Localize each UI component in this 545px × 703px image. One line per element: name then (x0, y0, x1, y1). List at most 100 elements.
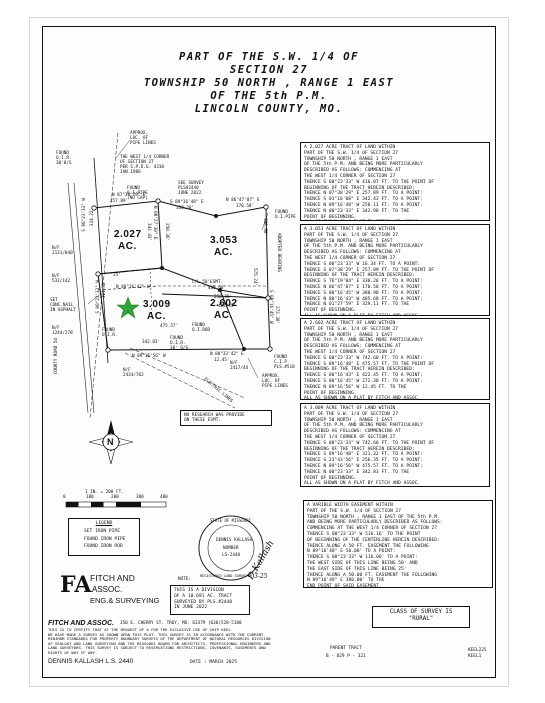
scale-tick: 0 (63, 495, 66, 500)
distance-label: 380.98' (262, 218, 267, 237)
seal-name: DENNIS KALLASH (216, 538, 253, 543)
class-of-survey: CLASS OF SURVEY IS "RURAL" (372, 606, 470, 628)
text-line: THENCE N 00°23'33" E 342.83 FT. TO THE (304, 469, 410, 475)
text-line: THENCE S 23°43'56" E 256.35 FT. TO A POI… (304, 458, 423, 464)
bearing-label: S 00°16'45" W (268, 290, 273, 324)
text-line: A 3.053 ACRE TRACT OF LAND WITHIN (304, 227, 396, 232)
bearing-label: S 89°16'48" E (170, 200, 204, 205)
text-line: ALL AS SHOWN ON A PLAT BY FITCH AND ASSO… (304, 396, 421, 400)
job-number: KEEL225 (468, 648, 487, 653)
text-line: OF BEGINNING OF THE CENTERLINE HEREIN DE… (307, 537, 440, 543)
text-line: AND BEING MORE PARTICULARLY DESCRIBED AS… (307, 520, 443, 526)
text-line: THENCE N 80°16'43" W 485.68 FT. TO A POI… (304, 296, 423, 302)
bearing-label: S 00°23'33" W (82, 198, 87, 232)
bearing-label: N 80°16'43" W (116, 285, 150, 290)
text-line: THENCE S 76°19'04" E 330.28 FT. TO A POI… (304, 279, 423, 285)
text-line: TOWNSHIP 50 NORTH , RANGE 1 EAST (304, 238, 393, 244)
company-name-line2: ASSOC. (92, 585, 123, 594)
text-line: PART OF THE S.W. 1/4 OF SECTION 27 (304, 411, 399, 417)
text-line: RIGHTS OF WAY IF ANY. (48, 649, 98, 655)
text-line: THIS IS TO CERTIFY THAT AT THE REQUEST O… (48, 627, 231, 632)
distance-label: 342.83' (142, 340, 161, 345)
text-line: THENCE N 89°16'48" W 258.11 FT. TO A POI… (304, 202, 423, 208)
distance-label: 321.32' (102, 280, 107, 299)
text-line: THENCE N 00°23'33" E 342.98 FT. TO THE (304, 208, 410, 214)
distance-label: 342.43' (146, 223, 151, 242)
text-line: A VARIBLE WIDTH EASEMENT WITHIN (307, 503, 393, 508)
text-line: BEGINNING OF THE TRACT HEREIN DESCRIBED: (304, 367, 415, 373)
text-line: THENCE S 00°23'33" W 742.60 FT. TO THE P… (304, 440, 434, 446)
scale-text: 1 IN. = 200 FT. (85, 490, 124, 495)
plat-border (42, 26, 496, 678)
text-line: THE WEST 1/4 CORNER OF SECTION 27 (304, 434, 396, 440)
title-line-1: PART OF THE S.W. 1/4 OF (179, 51, 359, 63)
text-line: DESCRIBED AS FOLLOWS: COMMENCING AT (304, 429, 401, 435)
plat-drawing (65, 132, 273, 581)
text-line: DESCRIBED AS FOLLOWS: COMMENCING AT (304, 344, 401, 350)
text-line: SURVEYED BY PLS.#2440 (174, 599, 233, 605)
text-line: N 89°16'48" E 380.00' TO THE (307, 578, 385, 584)
text-line: THENCE S 00°23'33" W 116.00' TO A POINT: (307, 555, 418, 561)
text-line: A 2.027 ACRE TRACT OF LAND WITHIN (304, 145, 396, 150)
text-line: BEGINNING OF THE TRACT HEREIN DESCRIBED: (304, 446, 415, 452)
tract-unit: AC. (147, 311, 166, 322)
scale-tick: 200 (111, 495, 119, 500)
distance-label: 250.36' (164, 223, 169, 242)
text-line: END POINT OF SAID EASEMENT. (307, 584, 382, 588)
text-line: THENCE S 00°23'33" W 416.07 FT. TO THE P… (304, 179, 434, 185)
north-arrow-icon: N (107, 437, 114, 447)
text-line: PART OF THE S.W. 1/4 OF SECTION 27 (304, 150, 399, 156)
text-line: COMMENCING AT THE WEST 1/4 CORNER OF SEC… (307, 526, 437, 532)
text-line: TOWNSHIP 50 NORTH , RANGE 1 EAST OF THE … (307, 514, 440, 520)
text-line: A 2.602 ACRE TRACT OF LAND WITHIN (304, 321, 396, 326)
text-line: PART OF THE S.W. 1/4 OF SECTION 27 (304, 326, 399, 332)
text-line: THENCE S 89°16'48" E 321.32 FT. TO A POI… (304, 452, 423, 458)
text-line: BEGINNING OF THE TRACT HEREIN DESCRIBED: (304, 185, 415, 191)
survey-sheet: PART OF THE S.W. 1/4 OF SECTION 27 TOWNS… (30, 18, 508, 686)
signature-date: 3-25 (254, 573, 268, 580)
tract-acreage: 3.053 (210, 235, 238, 246)
text-line: THENCE S 00°23'33" W 516.16' TO THE POIN… (307, 531, 421, 537)
row-width: 25' (113, 273, 121, 278)
distance-label: 170.58' (236, 204, 255, 209)
distance-label: 485.68' (208, 286, 227, 291)
tract-unit: AC. (214, 310, 233, 321)
text-line: OF A 10.691 AC. TRACT (174, 593, 233, 599)
text-line: ALL AS SHOWN ON A PLAT BY FITCH AND ASSO… (304, 220, 486, 221)
text-line: THE WEST 1/4 CORNER OF SECTION 27 (304, 173, 396, 179)
company-name-line3: ENG.& SURVEYING (90, 596, 160, 605)
legend-item: FOUND IRON ROD (84, 544, 123, 550)
bearing-label: N 00°27'30" E (152, 206, 157, 240)
parent-tract-label: PARENT TRACT (330, 646, 362, 651)
text-line: LAND SURVEYORS. THIS SURVEY IS SUBJECT T… (48, 645, 266, 651)
text-line: THE WEST 1/4 CORNER OF SECTION 27 (304, 349, 396, 355)
distance-label: 256.35' (214, 295, 233, 300)
distance-label: 575.24' (252, 268, 257, 287)
text-line: OF THE 5th P.M. AND BEING MORE PARTICULA… (304, 244, 423, 250)
text-line: THE WEST 1/4 CORNER OF SECTION 27 (304, 255, 396, 261)
text-line: PART OF THE S.W. 1/4 OF SECTION 27 (304, 232, 399, 238)
text-line: THIS IS A DIVISION (174, 588, 224, 593)
tract-acreage: 3.009 (143, 299, 171, 310)
tract-acreage: 2.027 (114, 229, 142, 240)
legend-item: FOUND IRON PIPE (84, 536, 126, 542)
text-line: PART OF THE S.W. 1/4 OF SECTION 27 (307, 508, 402, 514)
text-line: THE EAST SIDE OF THIS LINE BEING 25' (307, 566, 407, 572)
bearing-label: N 89°16'56" W (132, 354, 166, 359)
distance-label: 330.28' (176, 206, 195, 211)
text-line: THE WEST SIDE OF THIS LINE BEING 50' AND (307, 560, 418, 566)
text-line: MINIMUM STANDARDS FOR PROPERTY BOUNDARY … (48, 636, 271, 642)
